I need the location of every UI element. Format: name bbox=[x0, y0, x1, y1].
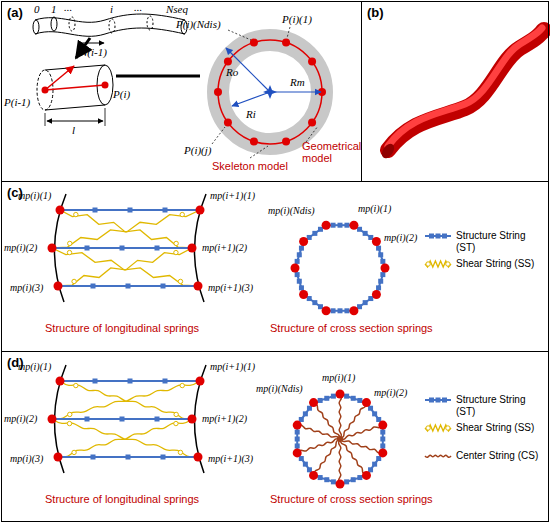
figure-panel: (b) bbox=[361, 1, 549, 182]
legend-sample bbox=[425, 234, 451, 239]
panel-letter: (b) bbox=[367, 5, 384, 20]
point bbox=[102, 82, 109, 89]
math-label: P(i)(1) bbox=[282, 13, 312, 25]
caption-label: Structure of longitudinal springs bbox=[45, 493, 199, 505]
math-label: mp(i)(2) bbox=[4, 242, 37, 253]
math-label: mp(i+1)(1) bbox=[210, 190, 255, 201]
segment-axis bbox=[45, 85, 105, 90]
math-label: P(i)(Ndis) bbox=[176, 18, 221, 30]
math-label: Rm bbox=[290, 76, 305, 88]
caption-label: Skeleton model bbox=[212, 160, 288, 172]
normal-vector bbox=[45, 66, 74, 90]
math-label: Nseq bbox=[166, 3, 188, 15]
dimension-tick bbox=[45, 113, 46, 126]
math-label: mp(i+1)(2) bbox=[202, 242, 247, 253]
math-label: mp(i)(1) bbox=[18, 361, 51, 372]
math-label: mp(i)(Ndis) bbox=[256, 383, 303, 394]
math-label: Ri bbox=[246, 108, 256, 120]
math-label: P(i) bbox=[113, 88, 130, 100]
skeleton-points bbox=[214, 39, 326, 146]
radius-outer bbox=[226, 48, 270, 92]
legend-text: Structure String (ST) bbox=[456, 394, 546, 418]
radius-middle bbox=[270, 91, 321, 92]
math-label: ... bbox=[64, 1, 72, 13]
caption-label: Structure of longitudinal springs bbox=[45, 322, 199, 334]
math-label: mp(i+1)(1) bbox=[210, 361, 255, 372]
legend-text: Structure String (ST) bbox=[456, 230, 546, 254]
legend-text: Shear String (SS) bbox=[456, 422, 546, 434]
math-label: mp(i)(3) bbox=[10, 453, 43, 464]
math-label: mp(i+1)(2) bbox=[202, 413, 247, 424]
segment-cylinder bbox=[37, 65, 113, 110]
tube-sequence bbox=[33, 14, 187, 36]
math-label: 1 bbox=[51, 3, 57, 15]
legend-sample bbox=[425, 455, 451, 457]
math-label: mp(i)(1) bbox=[322, 372, 355, 383]
leader-lines bbox=[212, 27, 318, 158]
math-label: 0 bbox=[34, 3, 40, 15]
caption-label: Geometrical model bbox=[302, 140, 362, 164]
math-label: i bbox=[110, 3, 113, 15]
math-label: mp(i)(2) bbox=[384, 232, 417, 243]
legend-samples bbox=[425, 234, 451, 458]
zoom-link bbox=[116, 75, 200, 78]
legend-sample bbox=[425, 398, 451, 403]
point bbox=[42, 87, 49, 94]
math-label: ... bbox=[134, 1, 142, 13]
radius-inner bbox=[232, 92, 270, 106]
math-label: mp(i)(Ndis) bbox=[268, 205, 315, 216]
math-label: N(i-1) bbox=[80, 46, 107, 58]
legend-text: Shear String (SS) bbox=[456, 258, 546, 270]
geometrical-ring bbox=[218, 40, 322, 144]
panel-letter: (a) bbox=[7, 5, 23, 20]
math-label: mp(i)(3) bbox=[10, 282, 43, 293]
legend-sample bbox=[425, 261, 451, 267]
dimension-tick bbox=[105, 108, 106, 126]
skeleton-circle bbox=[218, 40, 322, 144]
math-label: P(i)(j) bbox=[184, 144, 211, 156]
math-label: mp(i)(2) bbox=[374, 387, 407, 398]
vector-sign bbox=[80, 43, 104, 44]
math-label: mp(i+1)(3) bbox=[208, 453, 253, 464]
center-star bbox=[263, 85, 277, 99]
math-label: mp(i)(1) bbox=[18, 190, 51, 201]
math-label: P(i-1) bbox=[4, 96, 30, 108]
math-label: Ro bbox=[226, 66, 238, 78]
math-label: mp(i+1)(3) bbox=[208, 282, 253, 293]
math-label: mp(i)(1) bbox=[358, 203, 391, 214]
spring-models bbox=[48, 194, 390, 489]
length-dimension bbox=[47, 121, 103, 122]
math-label: l bbox=[72, 124, 75, 136]
legend-text: Center String (CS) bbox=[456, 450, 546, 462]
caption-label: Structure of cross section springs bbox=[270, 493, 433, 505]
math-label: mp(i)(2) bbox=[4, 413, 37, 424]
tube-model bbox=[379, 28, 544, 160]
legend-sample bbox=[425, 425, 451, 431]
caption-label: Structure of cross section springs bbox=[270, 322, 433, 334]
